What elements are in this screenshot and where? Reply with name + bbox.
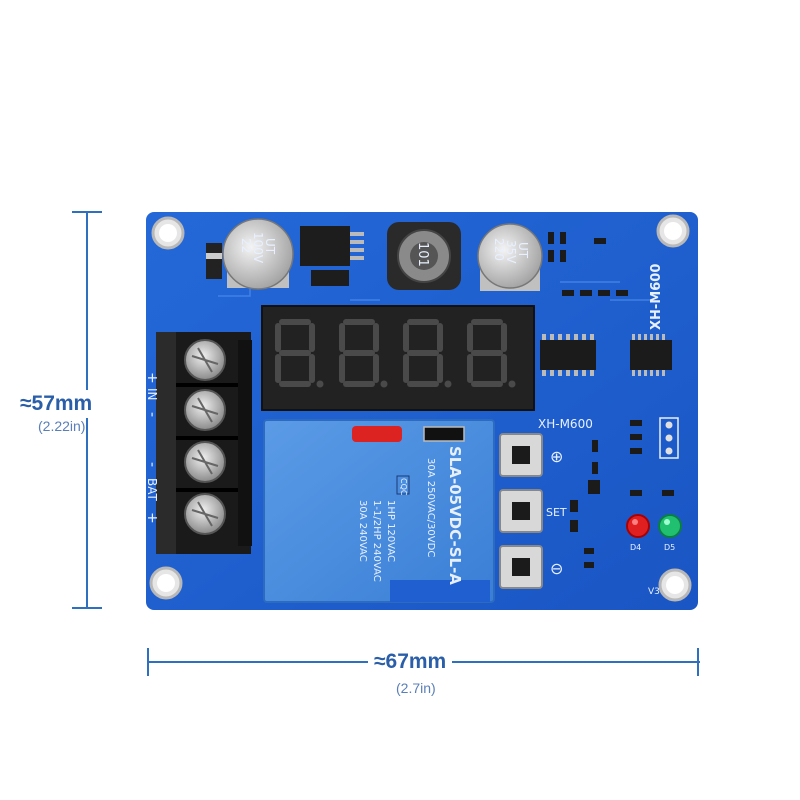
smd-components-top (548, 232, 628, 296)
terminal-label-in-minus: - (144, 412, 160, 417)
width-dimension-sub: (2.7in) (396, 680, 436, 696)
height-dimension-cap-bottom (72, 607, 102, 609)
header-pins (659, 417, 679, 459)
relay-model: SLA-05VDC-SL-A (446, 446, 464, 585)
height-dimension-sub: (2.22in) (38, 418, 86, 434)
terminal-label-in: IN (145, 388, 159, 401)
capacitor-right: 220 35V UT (477, 223, 543, 291)
height-dimension-label: ≈57mm (20, 390, 93, 418)
terminal-labels: + IN - - BAT + (144, 372, 160, 524)
terminal-label-in-plus: + (144, 372, 160, 384)
button-label-set: SET (546, 506, 567, 519)
button-label-plus: ⊕ (550, 447, 563, 466)
digit-1-decimal-point (316, 380, 324, 388)
cap-right-voltage: 35V (504, 240, 518, 264)
ic-chips (540, 334, 672, 376)
relay-cert: CQC (399, 478, 408, 496)
cap-left-voltage: 100V (251, 232, 265, 264)
height-dimension-cap-top (72, 211, 102, 213)
terminal-label-bat-minus: - (144, 462, 160, 467)
push-buttons (499, 433, 543, 589)
width-dimension-cap-left (147, 648, 149, 676)
inductor: 101 (387, 222, 461, 290)
led-label-d5: D5 (664, 543, 675, 552)
relay-rating-1: 30A 250VAC/30VDC (425, 458, 436, 557)
digit-4-decimal-point (508, 380, 516, 388)
version-label: V3 (648, 587, 660, 597)
model-label-mid: XH-M600 (538, 417, 593, 431)
cap-left-brand: UT (263, 238, 277, 255)
regulator-ic (300, 226, 364, 286)
relay-rating-3: 1-1/2HP 240VAC (371, 500, 382, 582)
status-leds (626, 514, 682, 538)
model-label-top: XH-M600 (649, 264, 664, 330)
green-led (658, 514, 682, 538)
relay: SLA-05VDC-SL-A 30A 250VAC/30VDC 1HP 120V… (263, 419, 495, 603)
width-dimension-cap-right (697, 648, 699, 676)
red-fuse (352, 426, 402, 442)
terminal-screws (184, 339, 226, 535)
digit-3-decimal-point (444, 380, 452, 388)
relay-rating-2: 1HP 120VAC (385, 500, 396, 562)
button-label-minus: ⊖ (550, 559, 563, 578)
cap-left-value: 22 (239, 238, 253, 253)
led-label-d4: D4 (630, 543, 641, 552)
digit-2-decimal-point (380, 380, 388, 388)
width-dimension-label: ≈67mm (368, 650, 453, 674)
cap-right-brand: UT (516, 242, 530, 259)
inductor-label: 101 (415, 242, 430, 267)
terminal-label-bat: BAT (145, 478, 159, 502)
smd-components-right (570, 420, 674, 568)
terminal-label-bat-plus: + (144, 512, 160, 524)
capacitor-left: 22 100V UT (222, 218, 294, 290)
seven-segment-display (261, 305, 535, 411)
mounting-holes (149, 214, 692, 602)
red-led (626, 514, 650, 538)
relay-rating-4: 30A 240VAC (357, 500, 368, 562)
cap-right-value: 220 (492, 238, 506, 261)
